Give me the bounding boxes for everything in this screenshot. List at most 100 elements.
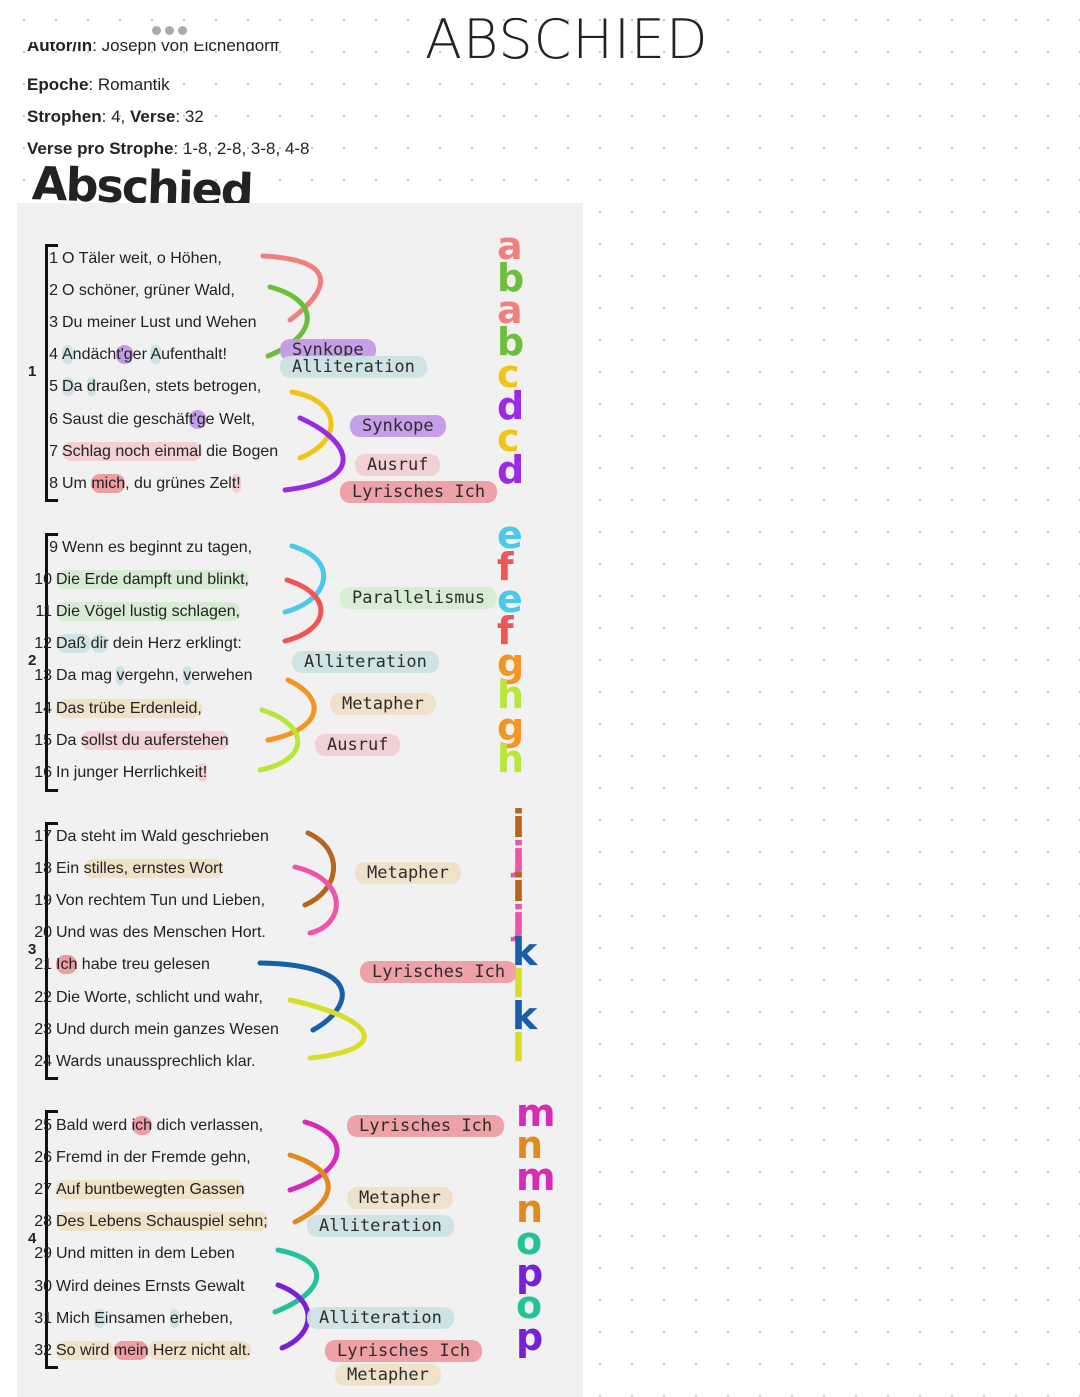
line-number: 2 (49, 282, 58, 300)
line-number: 5 (49, 378, 58, 396)
rhyme-letter: k (512, 994, 538, 1038)
line-text: Da mag (56, 667, 117, 685)
line-number: 21 (34, 956, 52, 974)
line-text: Da (56, 731, 81, 749)
line-number: 19 (34, 892, 52, 910)
line-number: 32 (34, 1341, 52, 1359)
line-text: Saust die geschäf (62, 410, 190, 428)
rhyme-letter: p (516, 1251, 544, 1295)
rhyme-letter: k (512, 930, 538, 974)
stanza-number: 1 (28, 363, 37, 380)
rhyme-letter: a (497, 224, 523, 268)
author-value: Joseph von Eichendorff (101, 42, 279, 55)
rhyme-letter: d (497, 448, 525, 492)
annotation-label: Alliteration (307, 1215, 454, 1237)
annotation-label: Metapher (335, 1364, 441, 1386)
highlight-tan: So wird (56, 1340, 114, 1360)
rhyme-letter: g (497, 641, 525, 685)
line-text: , du grünes Zel (125, 474, 232, 492)
line-number: 13 (34, 667, 52, 685)
annotation-label: Alliteration (292, 651, 439, 673)
annotation-label: Synkope (350, 415, 446, 437)
line-text: erwehen (191, 667, 253, 685)
highlight-tan: stilles, ernstes Wort (83, 859, 223, 879)
stanza-bracket (45, 244, 58, 502)
highlight-red: Ich (56, 955, 78, 975)
rhyme-letter: b (497, 320, 525, 364)
highlight-teal: d (86, 377, 96, 397)
line-number: 14 (34, 699, 52, 717)
annotation-label: Synkope (280, 339, 376, 361)
line-text: Und was des Menschen Hort. (56, 924, 266, 942)
highlight-teal: E (94, 1308, 105, 1328)
highlight-teal: e (169, 1308, 179, 1328)
line-number: 24 (34, 1052, 52, 1070)
vps-value: 1-8, 2-8, 3-8, 4-8 (182, 139, 310, 158)
line-number: 30 (34, 1277, 52, 1295)
stanza-number: 4 (28, 1230, 37, 1247)
line-text: Von rechtem Tun und Lieben, (56, 892, 266, 910)
rhyme-letter: e (497, 577, 523, 621)
line-text: O Täler weit, o Höhen, (62, 250, 222, 267)
rhyme-letter: o (516, 1219, 543, 1263)
highlight-purple: t'g (189, 409, 206, 429)
line-number: 26 (34, 1149, 52, 1167)
line-number: 28 (34, 1213, 52, 1231)
line-text: Um (62, 474, 92, 492)
stanza-number: 2 (28, 652, 37, 669)
line-number: 8 (49, 474, 58, 492)
vps-label: Verse pro Strophe (27, 139, 174, 158)
stanzas-row: Strophen: 4, Verse: 32 (27, 107, 204, 126)
epoch-label: Epoche (27, 75, 89, 94)
highlight-teal: D (62, 377, 74, 397)
rhyme-letter: e (497, 513, 523, 557)
epoch-value: Romantik (97, 75, 170, 94)
line-text: Ein (56, 860, 84, 878)
annotation-label: Lyrisches Ich (340, 481, 498, 503)
rhyme-letter: d (497, 384, 525, 428)
line-text: ergehn, (124, 667, 184, 685)
verses-label: Verse (129, 107, 176, 126)
line-text: Du meiner Lust und Wehen (62, 314, 257, 332)
line-text: Die Worte, schlicht und wahr, (56, 988, 263, 1006)
stanzas-value: 4 (111, 107, 121, 126)
line-text: rheben, (178, 1309, 233, 1327)
line-number: 16 (34, 763, 52, 781)
highlight-teal: A (150, 345, 162, 365)
epoch-row: Epoche: Romantik (27, 75, 170, 94)
highlight-teal: dir (90, 634, 109, 654)
line-number: 27 (34, 1181, 52, 1199)
rhyme-letter: h (497, 673, 525, 717)
highlight-green: Die Vögel lustig schlagen, (56, 602, 241, 622)
highlight-teal: v (116, 666, 125, 686)
annotation-label: Lyrisches Ich (347, 1115, 505, 1137)
line-text: Und mitten in dem Leben (56, 1245, 235, 1263)
rhyme-letter: f (497, 609, 514, 653)
rhyme-letter: c (497, 352, 520, 396)
rhyme-letter: c (497, 416, 520, 460)
annotation-label: Metapher (355, 862, 461, 884)
line-number: 3 (49, 314, 58, 332)
more-options-handle[interactable] (152, 26, 187, 35)
annotation-label: Alliteration (307, 1307, 454, 1329)
rhyme-letter: h (497, 737, 525, 781)
highlight-teal: A (62, 345, 73, 365)
rhyme-letter: p (516, 1315, 544, 1359)
highlight-tan: Herz nicht alt. (148, 1340, 251, 1360)
annotation-label: Metapher (347, 1187, 453, 1209)
rhyme-letter: i (512, 866, 526, 910)
line-text: In junger Herrlichkei (56, 763, 199, 781)
